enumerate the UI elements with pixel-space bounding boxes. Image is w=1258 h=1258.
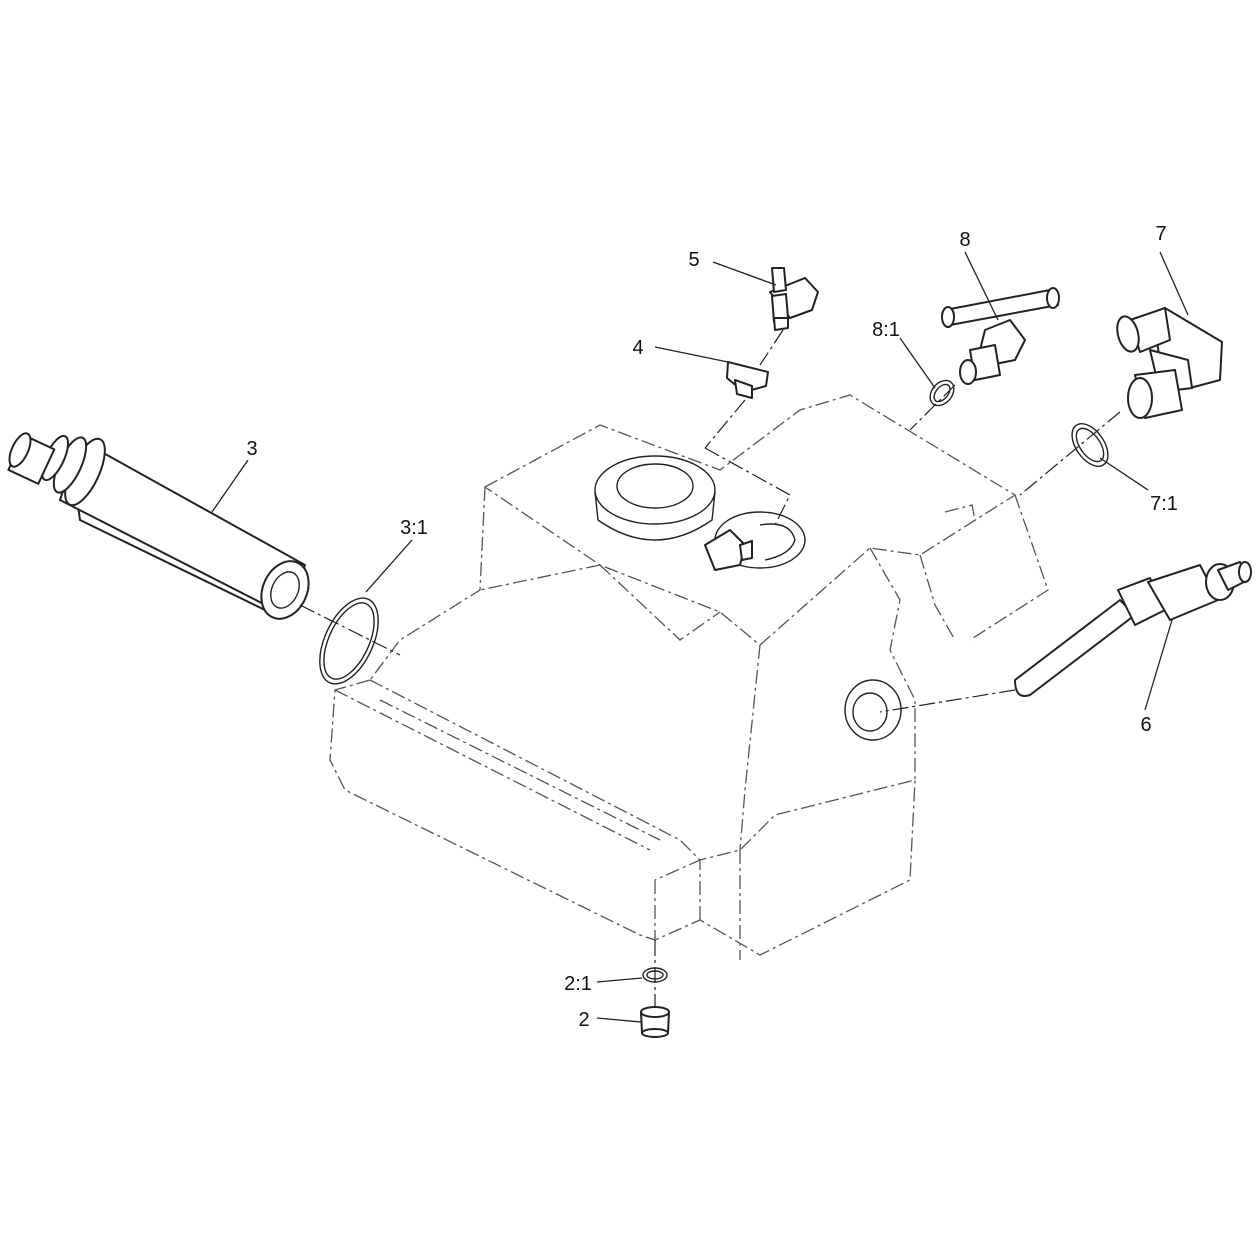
- part-4-grommet: [726, 361, 769, 399]
- part-2-1-o-ring: [642, 967, 668, 983]
- leader-4: [654, 346, 729, 363]
- callout-7: 7: [1155, 223, 1166, 245]
- callout-7-1: 7:1: [1150, 493, 1178, 515]
- part-8-tee-fitting: [941, 287, 1060, 385]
- part-5-elbow-fitting: [769, 267, 819, 331]
- leader-3-1: [365, 539, 413, 593]
- leader-5: [712, 261, 777, 286]
- part-3-axis: [299, 604, 401, 656]
- tank-top-port: [704, 511, 806, 571]
- leader-2: [596, 1017, 642, 1023]
- callout-2-1: 2:1: [564, 973, 592, 995]
- callout-8-1: 8:1: [872, 319, 900, 341]
- leader-8-1: [899, 337, 936, 389]
- callout-2: 2: [578, 1009, 589, 1031]
- leader-6: [1144, 619, 1173, 711]
- callout-5: 5: [688, 249, 699, 271]
- leader-3: [211, 459, 249, 513]
- filler-neck: [594, 455, 716, 541]
- part-7-1-o-ring: [1071, 423, 1109, 467]
- tank-side-port: [844, 679, 902, 741]
- part-5-axis: [759, 329, 784, 366]
- part-2-drain-plug: [640, 1006, 670, 1038]
- leader-7-1: [1099, 457, 1149, 491]
- leader-8: [964, 251, 999, 321]
- callout-4: 4: [632, 337, 643, 359]
- tank-outline: [329, 394, 1049, 960]
- leader-2-1: [596, 977, 643, 983]
- leader-7: [1159, 251, 1189, 316]
- part-4-axis-2: [704, 447, 791, 526]
- part-8-axis: [909, 384, 956, 431]
- callout-6: 6: [1140, 714, 1151, 736]
- callout-3-1: 3:1: [400, 517, 428, 539]
- part-4-axis: [704, 399, 746, 449]
- part-6-axis: [879, 689, 1016, 713]
- callout-3: 3: [246, 438, 257, 460]
- callout-8: 8: [959, 229, 970, 251]
- part-7-elbow: [1116, 307, 1223, 419]
- part-3-filter-tube: [7, 432, 310, 620]
- part-3-1-o-ring: [319, 597, 379, 685]
- part-7-axis: [1019, 411, 1121, 496]
- part-6-sensor: [1014, 561, 1252, 697]
